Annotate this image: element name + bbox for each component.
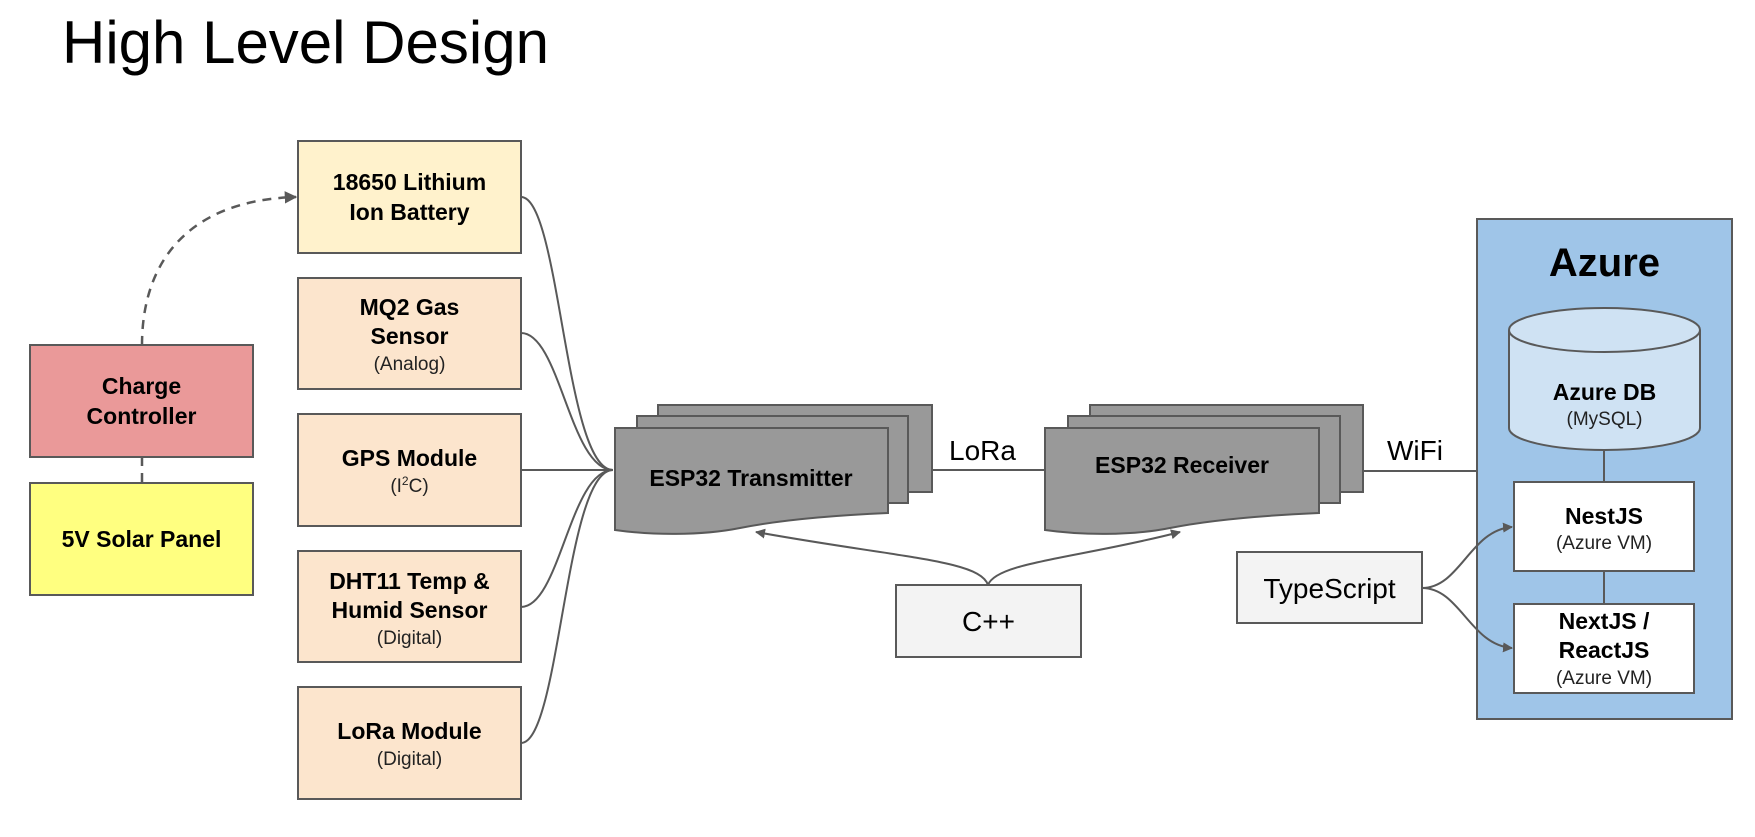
azure-db-subtitle: (MySQL) bbox=[1567, 409, 1643, 430]
dht11-sensor-box[interactable]: DHT11 Temp & Humid Sensor (Digital) bbox=[297, 550, 522, 663]
charge-controller-label-line1: Charge bbox=[102, 373, 181, 399]
dht11-label-line2: Humid Sensor bbox=[332, 597, 488, 623]
db-top bbox=[1508, 307, 1701, 353]
page-title: High Level Design bbox=[62, 9, 549, 76]
mq2-sensor-box[interactable]: MQ2 Gas Sensor (Analog) bbox=[297, 277, 522, 390]
mq2-subtitle: (Analog) bbox=[374, 354, 446, 375]
typescript-label: TypeScript bbox=[1263, 573, 1395, 604]
mq2-label-line2: Sensor bbox=[371, 323, 449, 349]
lora-module-label: LoRa Module bbox=[337, 718, 481, 744]
esp32-transmitter[interactable]: ESP32 Transmitter bbox=[614, 404, 933, 535]
nextjs-subtitle: (Azure VM) bbox=[1556, 668, 1652, 689]
receiver-doc-front bbox=[1044, 427, 1320, 535]
lora-module-connector bbox=[520, 469, 614, 744]
db-body bbox=[1508, 330, 1701, 451]
gps-module-box[interactable]: GPS Module (I2C) bbox=[297, 413, 522, 527]
lora-module-box[interactable]: LoRa Module (Digital) bbox=[297, 686, 522, 800]
typescript-to-nextjs-arrow bbox=[1421, 587, 1513, 653]
sensor-connectors bbox=[520, 196, 614, 744]
wifi-link-label: WiFi bbox=[1387, 435, 1443, 466]
cpp-box[interactable]: C++ bbox=[895, 584, 1082, 658]
lora-module-subtitle: (Digital) bbox=[377, 749, 442, 770]
typescript-to-nestjs-arrow bbox=[1421, 522, 1513, 589]
battery-label-line1: 18650 Lithium bbox=[333, 169, 486, 195]
solar-panel-label: 5V Solar Panel bbox=[62, 526, 222, 552]
transmitter-doc-front bbox=[614, 427, 889, 535]
esp32-receiver[interactable]: ESP32 Receiver bbox=[1044, 404, 1364, 535]
battery-label-line2: Ion Battery bbox=[349, 199, 469, 225]
nextjs-label-line1: NextJS / bbox=[1559, 608, 1650, 634]
dht11-label-line1: DHT11 Temp & bbox=[329, 568, 490, 594]
transmitter-label: ESP32 Transmitter bbox=[649, 465, 852, 491]
gps-subtitle: (I2C) bbox=[390, 474, 428, 497]
lora-link-label: LoRa bbox=[949, 435, 1016, 466]
cpp-to-receiver-arrow bbox=[987, 529, 1181, 586]
nestjs-box[interactable]: NestJS (Azure VM) bbox=[1513, 481, 1695, 572]
mq2-connector bbox=[520, 332, 614, 471]
nextjs-label-line2: ReactJS bbox=[1559, 637, 1650, 663]
typescript-box[interactable]: TypeScript bbox=[1236, 551, 1423, 624]
receiver-label: ESP32 Receiver bbox=[1095, 452, 1269, 478]
gps-label: GPS Module bbox=[342, 445, 477, 471]
cpp-to-transmitter-arrow bbox=[755, 528, 989, 586]
azure-title: Azure bbox=[1549, 241, 1660, 285]
mq2-label-line1: MQ2 Gas bbox=[360, 294, 460, 320]
nestjs-subtitle: (Azure VM) bbox=[1556, 533, 1652, 554]
battery-connector bbox=[520, 196, 614, 471]
charge-controller-box[interactable]: Charge Controller bbox=[29, 344, 254, 458]
charge-controller-label-line2: Controller bbox=[87, 403, 197, 429]
azure-db-cylinder[interactable]: Azure DB (MySQL) bbox=[1508, 307, 1701, 451]
solar-panel-box[interactable]: 5V Solar Panel bbox=[29, 482, 254, 596]
charge-to-battery-connector bbox=[140, 191, 298, 346]
nextjs-box[interactable]: NextJS / ReactJS (Azure VM) bbox=[1513, 603, 1695, 694]
cpp-label: C++ bbox=[962, 606, 1015, 637]
dht11-subtitle: (Digital) bbox=[377, 628, 442, 649]
azure-db-label: Azure DB bbox=[1553, 379, 1657, 405]
nestjs-label: NestJS bbox=[1565, 503, 1643, 529]
battery-box[interactable]: 18650 Lithium Ion Battery bbox=[297, 140, 522, 254]
dht11-connector bbox=[520, 469, 614, 608]
